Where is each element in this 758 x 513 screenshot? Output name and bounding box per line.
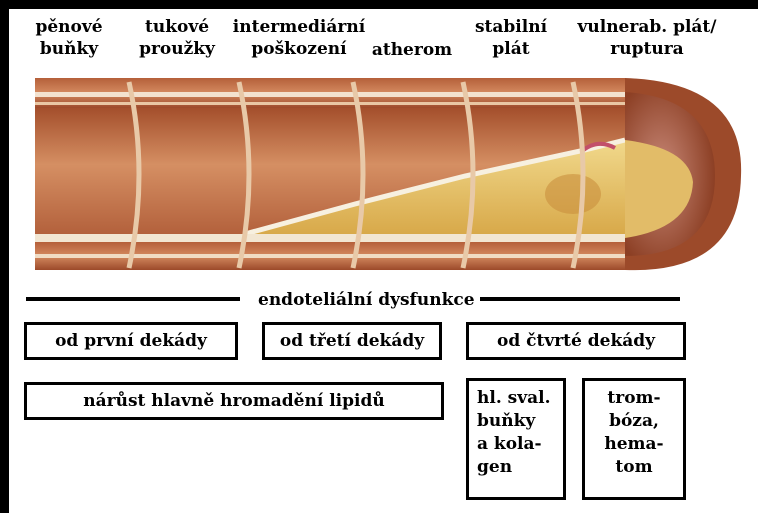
dysfunction-line-left [26, 297, 240, 301]
box-lipid-accumulation: nárůst hlavně hromadění lipidů [24, 382, 444, 420]
endothelial-dysfunction-label: endoteliální dysfunkce [258, 290, 475, 310]
frame-left-border [0, 0, 9, 513]
dysfunction-line-right [480, 297, 680, 301]
box-fourth-decade: od čtvrté dekády [466, 322, 686, 360]
artery-top-wall [25, 78, 625, 108]
box-third-decade: od třetí dekády [262, 322, 442, 360]
artery-bottom-wall [25, 234, 625, 270]
stage-label-stable-plaque: stabilní plát [468, 16, 554, 60]
artery-cut-edge [25, 78, 35, 290]
stage-label-fatty-streaks: tukové proužky [132, 16, 222, 60]
stage-label-atheroma: atherom [364, 39, 460, 61]
box-thrombosis-hematoma: trom- bóza, hema- tom [582, 378, 686, 500]
box-smooth-muscle-collagen: hl. sval. buňky a kola- gen [466, 378, 566, 500]
stage-label-vulnerable-plaque: vulnerab. plát/ ruptura [572, 16, 722, 60]
artery-open-end [625, 78, 741, 270]
box-first-decade: od první dekády [24, 322, 238, 360]
stage-label-foam-cells: pěnové buňky [28, 16, 110, 60]
stage-label-intermediate-lesion: intermediární poškození [226, 16, 372, 60]
artery-illustration [25, 78, 745, 290]
frame-top-border [0, 0, 758, 9]
